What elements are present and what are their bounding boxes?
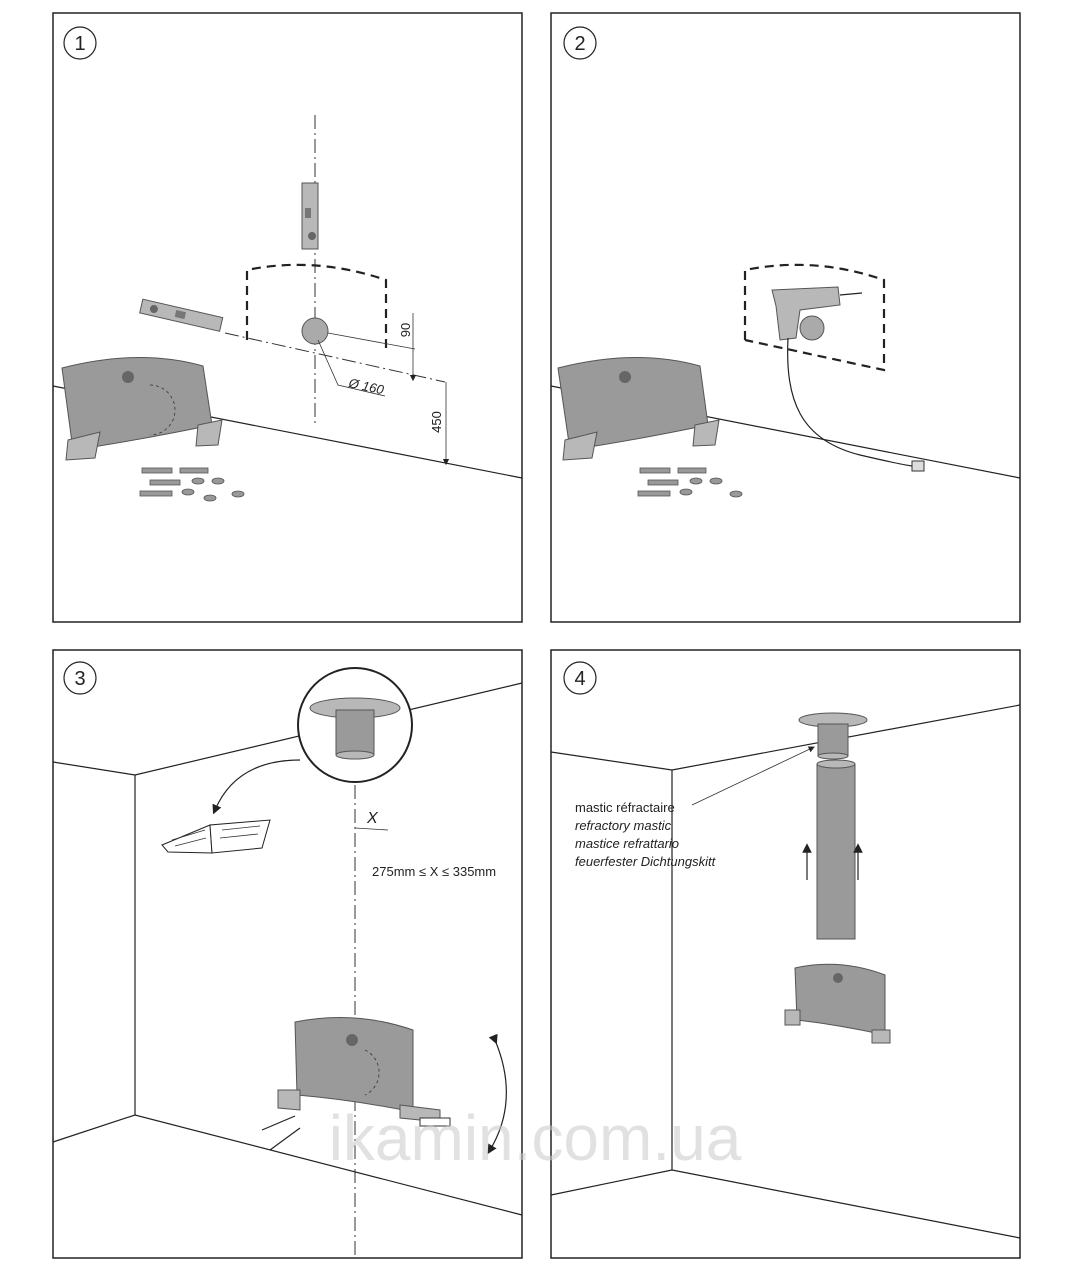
wall-bracket-plate bbox=[261, 1017, 451, 1151]
dimension-90: 90 bbox=[398, 323, 413, 337]
floor-line bbox=[52, 1114, 523, 1216]
label-de: feuerfester Dichtungskitt bbox=[575, 854, 717, 869]
dimension-450: 450 bbox=[429, 411, 444, 433]
wall-bracket-plate bbox=[61, 356, 223, 461]
template-outline bbox=[743, 263, 886, 372]
x-range-label: 275mm ≤ X ≤ 335mm bbox=[372, 864, 496, 879]
flue-pipe bbox=[816, 759, 856, 940]
label-en: refractory mastic bbox=[575, 818, 672, 833]
power-drill bbox=[771, 286, 925, 472]
step-number: 4 bbox=[574, 668, 585, 690]
flue-hole bbox=[301, 317, 329, 345]
watermark: ikamin.com.ua bbox=[329, 1102, 742, 1174]
spirit-level-horizontal bbox=[139, 298, 224, 332]
panel-2: 2 bbox=[550, 12, 1021, 623]
template-outline bbox=[245, 263, 388, 353]
wall-bracket-plate bbox=[557, 356, 720, 461]
panel-3: 3 X 275mm ≤ X ≤ 335mm bbox=[52, 649, 523, 1259]
x-variable-label: X bbox=[366, 810, 379, 827]
wall-bracket-plate bbox=[784, 963, 891, 1044]
step-number-badge bbox=[63, 26, 97, 60]
step-number: 1 bbox=[74, 33, 85, 55]
flue-hole bbox=[799, 315, 825, 341]
step-number-badge bbox=[63, 661, 97, 695]
manual-book-icon bbox=[161, 819, 271, 854]
plug-icon bbox=[911, 460, 925, 472]
ceiling-flange bbox=[798, 712, 868, 760]
rotation-arrow bbox=[487, 1033, 507, 1155]
floor-line bbox=[550, 1169, 1021, 1239]
screws-and-washers bbox=[637, 467, 743, 498]
label-fr: mastic réfractaire bbox=[575, 800, 675, 815]
step-number-badge bbox=[563, 661, 597, 695]
step-number-badge bbox=[563, 26, 597, 60]
panel-4: 4 mastic réfractaire refractory mastic m… bbox=[550, 649, 1021, 1259]
spirit-level-vertical bbox=[301, 182, 319, 250]
step-number: 2 bbox=[574, 33, 585, 55]
screws-and-washers bbox=[139, 467, 245, 502]
label-it: mastice refrattario bbox=[575, 836, 679, 851]
panel-1: 1 90 450 Ø 160 bbox=[52, 12, 523, 623]
step-number: 3 bbox=[74, 668, 85, 690]
detail-magnifier bbox=[297, 667, 413, 783]
